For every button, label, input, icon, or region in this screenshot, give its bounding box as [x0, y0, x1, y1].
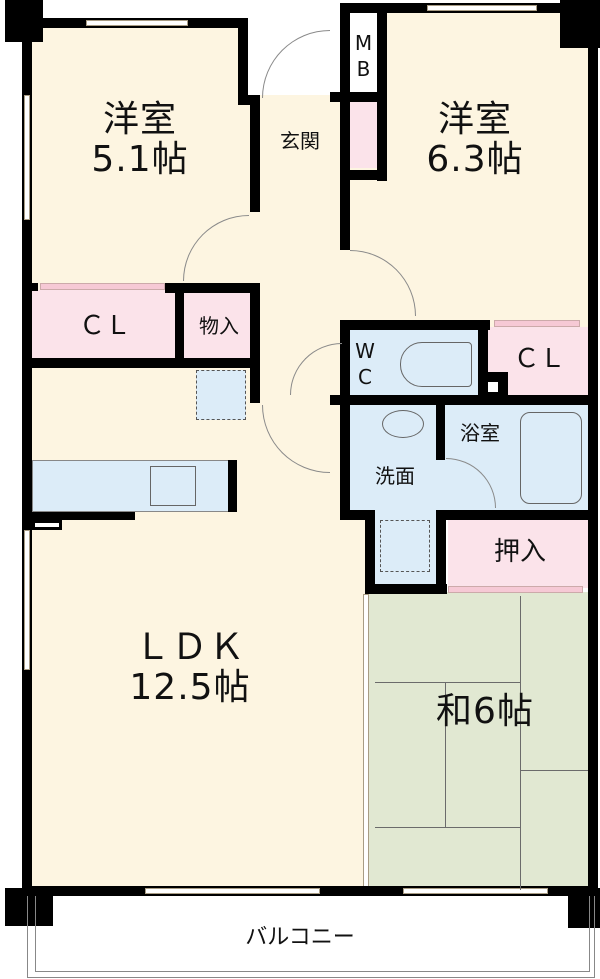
room-label-bathroom: 浴室 — [460, 421, 500, 445]
wall — [340, 170, 387, 180]
wall — [478, 320, 488, 405]
room-size: 6.3帖 — [426, 138, 524, 180]
wall — [340, 405, 350, 520]
room-name: 洋室 — [102, 99, 177, 140]
mb-letter-m: M — [354, 31, 373, 55]
room-label-oshiire: 押入 — [493, 537, 546, 567]
fridge-space — [32, 520, 62, 530]
mb-letter-b: B — [356, 57, 371, 81]
tatami-line — [375, 827, 520, 828]
storage-floor — [183, 290, 258, 360]
kitchen-counter — [32, 460, 230, 512]
wall — [330, 395, 590, 405]
wall — [30, 358, 260, 368]
window — [427, 5, 537, 11]
window — [86, 20, 188, 26]
tatami-line — [375, 682, 520, 683]
room-label-western-a: 洋室 5.1帖 — [60, 100, 220, 179]
washbasin — [382, 410, 424, 438]
room-label-storage: 物入 — [199, 314, 239, 338]
window — [403, 888, 548, 894]
wall — [30, 283, 38, 291]
room-label-balcony: バルコニー — [245, 925, 355, 950]
wall — [365, 584, 447, 594]
window — [145, 888, 320, 894]
room-label-meter-box: M B — [350, 30, 377, 82]
window — [24, 530, 30, 670]
room-label-closet-b: ＣＬ — [513, 344, 566, 374]
room-name: ＬＤＫ — [134, 627, 246, 668]
wall — [238, 18, 248, 103]
wc-letter-c: C — [358, 365, 372, 389]
bathtub — [520, 412, 582, 504]
wall — [250, 100, 260, 212]
wall — [22, 20, 32, 895]
wall — [175, 290, 184, 360]
wall — [436, 405, 445, 460]
door-swing — [262, 30, 330, 98]
wall — [340, 510, 372, 520]
room-label-japanese: 和6帖 — [436, 691, 534, 732]
wall — [340, 320, 490, 330]
room-label-entrance: 玄関 — [280, 129, 320, 153]
oshiire-floor — [448, 518, 588, 588]
wall — [436, 510, 446, 592]
wc-letter-w: W — [355, 339, 375, 363]
sliding-door — [363, 594, 369, 890]
wall — [340, 320, 350, 405]
room-label-western-b: 洋室 6.3帖 — [395, 100, 555, 179]
kitchen-sink — [150, 466, 196, 506]
wall — [340, 170, 350, 250]
wall — [228, 460, 237, 512]
japanese-room-floor — [365, 592, 590, 890]
room-size: 12.5帖 — [129, 666, 251, 708]
wall — [238, 95, 260, 105]
wall — [250, 283, 260, 403]
wall — [340, 3, 350, 178]
window — [24, 95, 30, 220]
wall — [330, 92, 387, 102]
tatami-line — [445, 682, 446, 827]
meter-box-floor — [350, 12, 377, 94]
closet-door — [40, 283, 165, 290]
ventilation — [196, 370, 246, 420]
balcony-inner — [27, 896, 595, 978]
room-label-washroom: 洗面 — [375, 464, 415, 488]
wall — [436, 510, 590, 520]
wall — [588, 3, 598, 893]
closet-door — [448, 586, 583, 593]
wall — [30, 512, 135, 520]
washer-space — [380, 520, 430, 572]
room-label-ldk: ＬＤＫ 12.5帖 — [100, 628, 280, 707]
wall — [165, 283, 260, 293]
closet-door — [494, 320, 580, 327]
duct — [488, 382, 498, 392]
closet-a-floor — [32, 290, 177, 360]
wall — [365, 510, 375, 592]
tatami-line — [520, 770, 588, 771]
room-label-toilet: W C — [350, 338, 380, 390]
room-size: 5.1帖 — [91, 138, 189, 180]
toilet-fixture — [400, 342, 472, 387]
tatami-line — [520, 596, 521, 890]
room-label-closet-a: ＣＬ — [78, 311, 131, 341]
balcony — [35, 896, 590, 972]
room-name: 洋室 — [437, 99, 512, 140]
